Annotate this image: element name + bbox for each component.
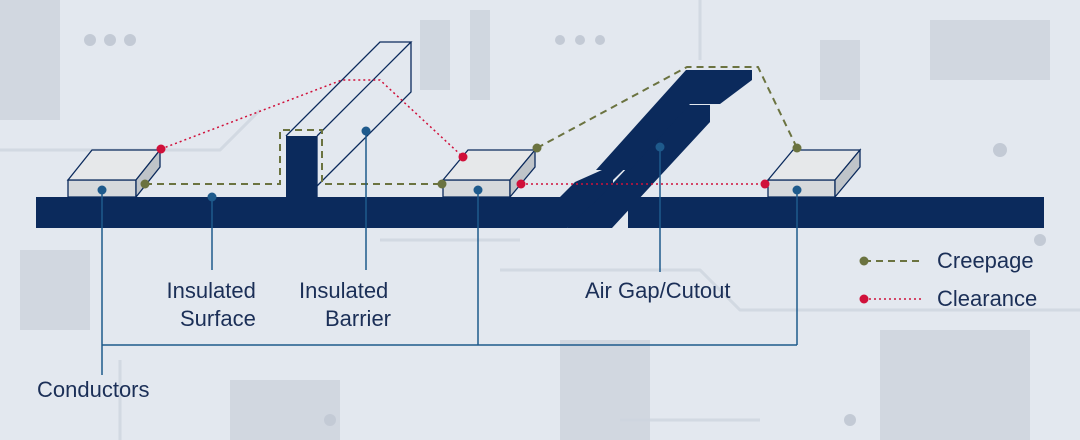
legend-clearance-label: Clearance [937, 286, 1038, 311]
label-air-gap: Air Gap/Cutout [585, 278, 731, 303]
board-bar-left [36, 105, 710, 228]
pad-3 [766, 148, 862, 199]
conductor-dot-1 [97, 185, 107, 195]
label-conductors: Conductors [37, 377, 150, 402]
conductor-dot-2 [473, 185, 483, 195]
label-insulated-surface: Insulated Surface [162, 277, 256, 333]
leader-dots [97, 126, 802, 202]
label-insulated-barrier-line1: Insulated [299, 278, 389, 303]
label-insulated-barrier-line2: Barrier [325, 306, 392, 331]
legend-creepage-swatch [859, 256, 924, 266]
pad-1 [66, 148, 162, 199]
legend-creepage: Creepage [937, 248, 1034, 274]
clearance-path [160, 79, 765, 185]
legend-creepage-label: Creepage [937, 248, 1034, 273]
board-bar-right [628, 197, 1044, 228]
creepage-path [145, 66, 798, 185]
airgap-dot [655, 142, 665, 152]
label-insulated-surface-line1: Insulated [166, 278, 256, 303]
barrier-dot [361, 126, 371, 136]
leader-lines [101, 131, 798, 375]
creepage-dots [140, 143, 802, 189]
slot-arm [596, 70, 752, 170]
insulated-barrier-block [286, 136, 317, 198]
pad-2 [441, 148, 537, 199]
clearance-dots [156, 144, 770, 189]
label-insulated-surface-line2: Surface [180, 306, 256, 331]
surface-dot [207, 192, 217, 202]
label-insulated-barrier: Insulated Barrier [299, 277, 391, 333]
conductor-dot-3 [792, 185, 802, 195]
legend-clearance: Clearance [937, 286, 1037, 312]
board-bar-left-slant [567, 105, 710, 228]
barrier-outline [285, 41, 413, 197]
legend-clearance-swatch [859, 294, 924, 304]
board-base [36, 70, 1044, 228]
